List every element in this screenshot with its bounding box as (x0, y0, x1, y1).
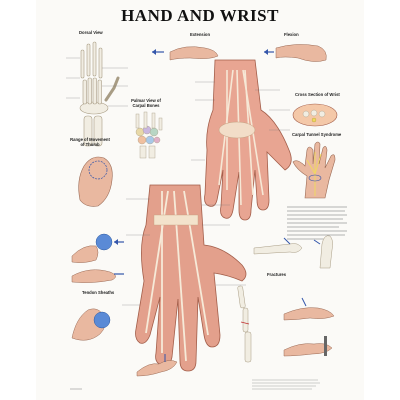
publisher-footer-lines (252, 379, 320, 390)
finger-skeleton-fracture (237, 285, 252, 363)
label-flexion: Flexion (284, 32, 299, 37)
tendon-sheath-figure (71, 308, 111, 341)
thumb-range-illustration (78, 156, 113, 207)
carpal-tunnel-text-lines (287, 206, 347, 240)
dorsal-view-skeleton (66, 41, 128, 147)
label-carpal-tunnel: Carpal Tunnel Syndrome (292, 132, 342, 137)
wrist-bend-figure (136, 354, 178, 377)
dorsal-muscle-hand (122, 184, 247, 372)
pinch-figure (71, 269, 124, 283)
wrist-cross-section (292, 103, 338, 127)
label-dorsal-view: Dorsal View (79, 30, 103, 35)
label-extension: Extension (190, 32, 211, 37)
label-range-of-movement-thumb: Range of Movement of Thumb (70, 137, 110, 147)
fracture-figure-3 (283, 297, 335, 321)
label-cross-section-wrist: Cross Section of Wrist (295, 92, 340, 97)
poster-title: HAND AND WRIST (121, 6, 279, 25)
label-fractures: Fractures (267, 272, 287, 277)
catalog-number-mark (70, 388, 82, 390)
palmar-muscle-hand (191, 59, 292, 221)
carpal-tunnel-hand (292, 141, 336, 199)
carpal-bones-diagram (135, 111, 163, 159)
fracture-figure-1 (253, 237, 303, 255)
grip-ball-figure (71, 233, 124, 263)
label-tendon-sheaths: Tendon Sheaths (82, 290, 115, 295)
flexion-illustration (264, 44, 327, 62)
fracture-figure-4 (283, 336, 333, 357)
label-palmar-view-carpal: Palmar View of Carpal Bones (131, 98, 161, 108)
extension-illustration (152, 46, 219, 61)
fracture-figure-2 (313, 235, 333, 269)
